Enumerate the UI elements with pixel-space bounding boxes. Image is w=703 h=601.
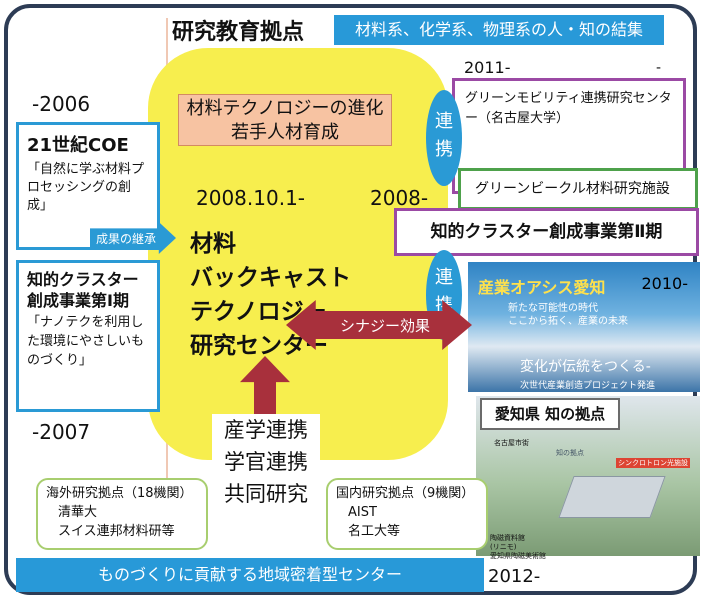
overseas-item-1: 清華大 [58,505,98,520]
top-banner: 材料系、化学系、物理系の人・知の結集 [334,15,664,45]
collab-line-2: 学官連携 [224,450,308,474]
page-title: 研究教育拠点 [172,20,305,45]
oasis-sub-2: ここから拓く、産業の未来 [508,316,628,327]
cluster-phase2-text: 知的クラスター創成事業第Ⅱ期 [430,222,663,242]
year-2010: 2010- [641,274,689,293]
link-ellipse-top: 連 携 [426,90,462,186]
center-name-line-2: バックキャスト [190,265,351,291]
coe-title: 21世紀COE [27,135,129,156]
center-start-date: 2008.10.1- [196,186,306,210]
collab-line-3: 共同研究 [224,482,308,506]
overseas-bases-box: 海外研究拠点（18機関） 清華大 スイス連邦材料研等 [36,478,208,550]
oasis-brand: 産業オアシス愛知 [478,278,606,297]
green-vehicle-box: グリーンビークル材料研究施設 [458,168,698,210]
map-label-station: 陶磁資料館 (リニモ) 愛知県陶磁美術館 [490,534,546,561]
cluster-phase1-text: 「ナノテクを利用した環境にやさしいものづくり」 [27,315,145,368]
oasis-sub-1: 新たな可能性の時代 [508,303,598,314]
map-label-city: 名古屋市街 [494,439,529,447]
oasis-slogan: 変化が伝統をつくる- [520,359,651,375]
cluster-phase1-title: 知的クラスター創成事業第Ⅰ期 [27,270,139,310]
oasis-project: 次世代産業創造プロジェクト発進 [520,381,656,391]
collaboration-box: 産学連携 学官連携 共同研究 [212,414,320,510]
domestic-bases-box: 国内研究拠点（9機関） AIST 名工大等 [326,478,488,550]
year-2012: 2012- [488,566,541,587]
station-line-3: 愛知県陶磁美術館 [490,552,546,560]
domestic-title: 国内研究拠点（9機関） [336,486,475,501]
map-label-place: 知の拠点 [556,449,584,457]
campus-building [558,476,666,518]
green-mobility-text: グリーンモビリティ連携研究センター（名古屋大学） [465,91,672,126]
year-2007: -2007 [32,420,91,444]
domestic-item-2: 名工大等 [348,524,401,539]
overseas-item-2: スイス連邦材料研等 [58,524,175,539]
year-2006: -2006 [32,92,91,116]
cluster-phase2-box: 知的クラスター創成事業第Ⅱ期 [394,208,699,256]
link-bottom-char-1: 連 [435,267,453,288]
center-name-line-1: 材料 [190,231,236,257]
industry-oasis-photo: 産業オアシス愛知 2010- 新たな可能性の時代 ここから拓く、産業の未来 変化… [468,262,700,392]
synergy-label: シナジー効果 [340,317,431,335]
bottom-banner: ものづくりに貢献する地域密着型センター [16,558,484,592]
mission-box: 材料テクノロジーの進化 若手人材育成 [178,94,392,146]
domestic-item-1: AIST [348,505,377,520]
cluster-phase1-box: 知的クラスター創成事業第Ⅰ期 「ナノテクを利用した環境にやさしいものづくり」 [16,260,160,412]
year-2011: 2011- [464,58,511,77]
station-line-2: (リニモ) [490,543,517,551]
collab-line-1: 産学連携 [224,418,308,442]
link-top-char-2: 携 [435,139,453,160]
map-label-synchrotron: シンクロトロン光施設 [616,458,690,468]
inherit-arrow-label: 成果の継承 [96,232,157,246]
coe-text: 「自然に学ぶ材料プロセッシングの創成」 [27,162,145,213]
mission-line-1: 材料テクノロジーの進化 [186,98,384,119]
center-name: 材料 バックキャスト テクノロジー 研究センター [190,227,351,363]
green-vehicle-text: グリーンビークル材料研究施設 [475,181,670,197]
dash-mark: - [656,60,662,76]
mission-line-2: 若手人材育成 [231,122,339,143]
aichi-knowledge-label: 愛知県 知の拠点 [480,398,620,430]
overseas-title: 海外研究拠点（18機関） [46,486,193,501]
oasis-sub-text: 新たな可能性の時代 ここから拓く、産業の未来 [508,302,628,328]
station-line-1: 陶磁資料館 [490,534,525,542]
link-top-char-1: 連 [435,111,453,132]
center-year-right: 2008- [370,186,429,210]
